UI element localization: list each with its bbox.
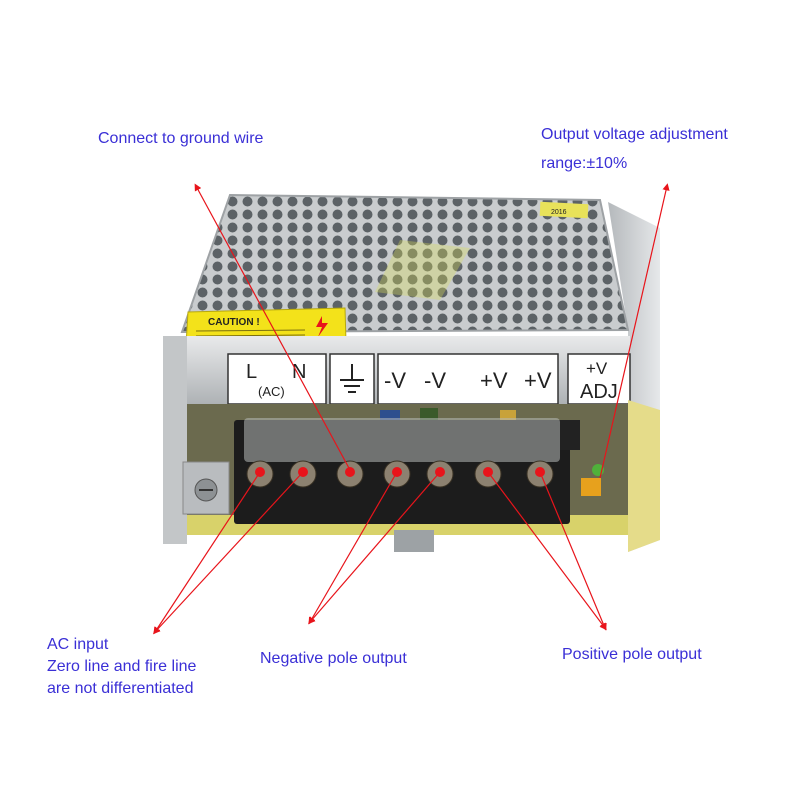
terminal-l-text: L [246, 361, 257, 383]
caution-title: CAUTION ! [208, 317, 260, 328]
adj-potentiometer [581, 478, 601, 496]
terminal-screws [246, 460, 554, 488]
terminal-neg1-text: -V [384, 368, 406, 393]
terminal-neg2-text: -V [424, 368, 446, 393]
adj-label-window [567, 353, 631, 405]
adj-bottom-text: ADJ [580, 381, 618, 403]
terminal-pos1-text: +V [480, 368, 508, 393]
ac-input-label: AC input Zero line and fire line are not… [47, 634, 196, 700]
terminal-marker-3 [345, 467, 355, 477]
ground-symbol-icon [340, 364, 364, 393]
terminal-pos2-text: +V [524, 368, 552, 393]
dc-label-window [377, 353, 559, 405]
voltage-range-label: range:±10% [541, 155, 628, 172]
ac-input-line-1: AC input [47, 636, 109, 653]
ground-wire-label: Connect to ground wire [98, 130, 264, 147]
ac-label-window [227, 353, 327, 405]
terminal-ac-text: (AC) [258, 384, 285, 399]
annotation-arrow-6 [308, 471, 441, 625]
annotation-arrow-7 [487, 471, 607, 631]
annotation-arrow-1 [194, 183, 351, 471]
perforated-cover [180, 193, 630, 334]
annotation-arrow-8 [539, 471, 607, 631]
terminal-n-text: N [292, 361, 306, 383]
terminal-cover [244, 418, 560, 462]
negative-output-label: Negative pole output [260, 650, 407, 667]
annotation-arrow-5 [308, 471, 398, 625]
annotation-arrow-2 [599, 183, 670, 479]
warning-bolt-icon [316, 316, 328, 337]
ac-input-line-2: Zero line and fire line [47, 658, 197, 675]
ac-input-line-3: are not differentiated [47, 680, 194, 697]
positive-output-label: Positive pole output [562, 646, 702, 663]
annotation-arrows [153, 183, 670, 635]
adj-top-text: +V [586, 359, 608, 378]
sticker-text: 2016 [551, 209, 567, 216]
annotation-arrow-3 [153, 471, 261, 635]
annotation-arrow-4 [153, 471, 304, 635]
date-sticker [539, 201, 589, 219]
voltage-adjust-label: Output voltage adjustment [541, 126, 728, 143]
